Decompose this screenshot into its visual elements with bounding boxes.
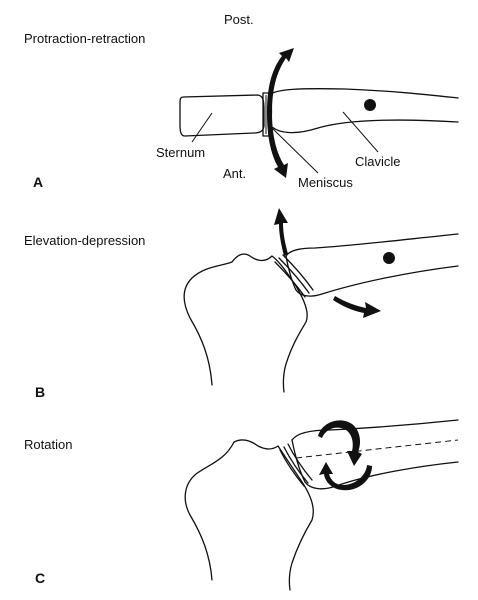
panel-c-title: Rotation	[24, 437, 72, 452]
clavicle-label: Clavicle	[355, 154, 401, 169]
depression-arrow	[333, 296, 381, 318]
protraction-retraction-arrow	[267, 48, 294, 178]
rotation-arrow-upper	[318, 420, 362, 466]
elevation-arrow	[274, 208, 288, 256]
manubrium-outline-c	[184, 439, 314, 591]
posterior-label: Post.	[224, 12, 254, 27]
panel-a-letter: A	[33, 174, 43, 190]
clavicle-outline-c	[291, 419, 459, 441]
panel-c-letter: C	[35, 570, 45, 586]
panel-a-title: Protraction-retraction	[24, 31, 145, 46]
clavicle-marker-dot-b	[383, 252, 395, 264]
rotation-arrow-lower	[319, 462, 372, 491]
meniscus-b	[274, 254, 314, 298]
panel-a: Protraction-retraction A Post. Ant. Ster…	[24, 12, 459, 190]
clavicle-leader-line	[342, 111, 379, 153]
sternum-leader-line	[191, 112, 213, 143]
panel-b: Elevation-depression B	[24, 208, 459, 400]
sternum-outline	[179, 94, 265, 137]
clavicle-marker-dot	[364, 99, 376, 111]
meniscus-label: Meniscus	[298, 175, 353, 190]
anterior-label: Ant.	[223, 166, 246, 181]
panel-b-letter: B	[35, 384, 45, 400]
meniscus-leader-line	[271, 127, 319, 174]
sternum-label: Sternum	[156, 145, 205, 160]
panel-c: Rotation C	[24, 419, 459, 591]
meniscus-c	[279, 443, 313, 487]
rotation-axis-line	[295, 439, 459, 459]
clavicle-outline-b	[285, 233, 459, 257]
manubrium-outline-b	[183, 253, 308, 393]
panel-b-title: Elevation-depression	[24, 233, 145, 248]
clavicle-outline	[269, 88, 459, 99]
